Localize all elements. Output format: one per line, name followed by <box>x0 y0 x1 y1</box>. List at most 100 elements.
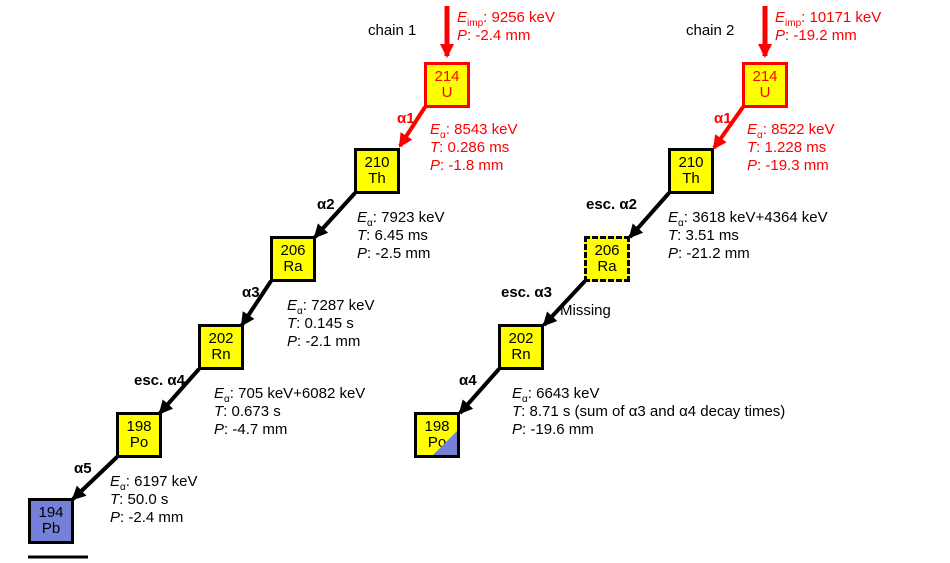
chain1-decay3-energy-value: : 7287 keV <box>302 297 375 314</box>
partial-implant-triangle <box>433 431 457 455</box>
chain1-box-214u: 214 U <box>424 62 470 108</box>
time-symbol: T <box>287 315 297 332</box>
chain1-decay3-position-line: P: -2.1 mm <box>287 333 375 351</box>
position-symbol: P <box>747 157 758 174</box>
energy-symbol: E <box>214 385 225 402</box>
chain1-alpha5-arrow <box>71 455 119 501</box>
chain2-decay1-energy-value: : 8522 keV <box>762 121 835 138</box>
chain1-decay4-info: Eα: 705 keV+6082 keV T: 0.673 s P: -4.7 … <box>214 385 365 439</box>
position-symbol: P <box>512 421 523 438</box>
chain2-alpha1-label: α1 <box>714 110 732 127</box>
chain1-decay2-info: Eα: 7923 keV T: 6.45 ms P: -2.5 mm <box>357 209 445 263</box>
chain1-alpha4-label: esc. α4 <box>134 372 185 389</box>
chain1-decay2-energy-value: : 7923 keV <box>372 209 445 226</box>
chain2-box-198po-mass: 198 <box>424 418 450 435</box>
chain1-box-198po-mass: 198 <box>126 418 152 435</box>
chain1-box-194pb-element: Pb <box>41 520 61 537</box>
time-symbol: T <box>357 227 367 244</box>
alpha-subscript: α <box>522 394 528 405</box>
chain2-implant-position-line: P: -19.2 mm <box>775 27 881 45</box>
chain2-alpha2-arrow <box>628 191 671 239</box>
chain2-decay2-position-value: : -21.2 mm <box>678 245 750 262</box>
chain1-decay1-energy-line: Eα: 8543 keV <box>430 121 518 141</box>
chain1-decay2-position-value: : -2.5 mm <box>367 245 431 262</box>
alpha-subscript: α <box>224 394 230 405</box>
chain2-alpha3-arrow <box>542 279 587 327</box>
chain2-decay1-position-value: : -19.3 mm <box>757 157 829 174</box>
chain2-decay2-info: Eα: 3618 keV+4364 keV T: 3.51 ms P: -21.… <box>668 209 828 263</box>
chain1-implant-energy-line: Eimp: 9256 keV <box>457 9 555 29</box>
chain1-alpha2-arrow <box>313 191 357 239</box>
chain1-alpha1-arrow <box>398 105 427 148</box>
chain2-decay1-time-line: T: 1.228 ms <box>747 139 835 157</box>
chain2-decay2-energy-value: : 3618 keV+4364 keV <box>683 209 828 226</box>
chain1-box-206ra-mass: 206 <box>280 242 306 259</box>
alpha-subscript: α <box>120 482 126 493</box>
chain2-decay1-time-value: : 1.228 ms <box>756 139 827 156</box>
chain2-implant-position-value: : -19.2 mm <box>785 27 857 44</box>
imp-subscript: imp <box>467 18 484 29</box>
chain1-box-194pb-mass: 194 <box>38 504 64 521</box>
chain1-implant-energy-value: : 9256 keV <box>483 9 555 26</box>
chain1-decay5-energy-value: : 6197 keV <box>125 473 198 490</box>
chain1-decay5-info: Eα: 6197 keV T: 50.0 s P: -2.4 mm <box>110 473 198 527</box>
chain1-box-210th-mass: 210 <box>364 154 390 171</box>
chain1-alpha1-label: α1 <box>397 110 415 127</box>
chain2-implant-energy-line: Eimp: 10171 keV <box>775 9 881 29</box>
chain1-implant-position-value: : -2.4 mm <box>467 27 531 44</box>
time-symbol: T <box>512 403 522 420</box>
chain2-decay4-time-line: T: 8.71 s (sum of α3 and α4 decay times) <box>512 403 785 421</box>
chain2-box-210th: 210 Th <box>668 148 714 194</box>
chain2-decay4-energy-value: : 6643 keV <box>527 385 600 402</box>
chain2-box-214u-element: U <box>759 84 771 101</box>
time-symbol: T <box>430 139 440 156</box>
chain2-alpha1-arrow <box>712 105 745 150</box>
time-symbol: T <box>214 403 224 420</box>
alpha-subscript: α <box>757 130 763 141</box>
chain2-decay3-missing-label: Missing <box>560 302 611 319</box>
chain1-decay2-time-value: : 6.45 ms <box>366 227 428 244</box>
energy-symbol: E <box>110 473 121 490</box>
chain2-decay2-energy-line: Eα: 3618 keV+4364 keV <box>668 209 828 229</box>
position-symbol: P <box>110 509 121 526</box>
energy-symbol: E <box>457 9 468 26</box>
chain2-decay4-position-value: : -19.6 mm <box>522 421 594 438</box>
chain2-decay4-position-line: P: -19.6 mm <box>512 421 785 439</box>
chain1-decay5-time-line: T: 50.0 s <box>110 491 198 509</box>
chain1-decay3-position-value: : -2.1 mm <box>297 333 361 350</box>
time-symbol: T <box>110 491 120 508</box>
position-symbol: P <box>775 27 786 44</box>
chain2-box-202rn-element: Rn <box>511 346 531 363</box>
chain2-implant-info: Eimp: 10171 keV P: -19.2 mm <box>775 9 881 45</box>
chain1-decay2-position-line: P: -2.5 mm <box>357 245 445 263</box>
chain1-box-210th-element: Th <box>368 170 386 187</box>
chain1-decay2-time-line: T: 6.45 ms <box>357 227 445 245</box>
chain2-box-198po: 198 Po <box>414 412 460 458</box>
chain1-alpha4-arrow <box>158 367 201 415</box>
chain1-decay4-position-line: P: -4.7 mm <box>214 421 365 439</box>
chain1-box-198po-element: Po <box>129 434 149 451</box>
chain1-implant-position-line: P: -2.4 mm <box>457 27 555 45</box>
chain1-decay5-position-line: P: -2.4 mm <box>110 509 198 527</box>
chain1-box-202rn-element: Rn <box>211 346 231 363</box>
energy-symbol: E <box>668 209 679 226</box>
chain1-box-198po: 198 Po <box>116 412 162 458</box>
position-symbol: P <box>287 333 298 350</box>
chain1-label: chain 1 <box>368 22 417 39</box>
chain2-box-202rn: 202 Rn <box>498 324 544 370</box>
chain1-decay4-position-value: : -4.7 mm <box>224 421 288 438</box>
chain1-decay3-energy-line: Eα: 7287 keV <box>287 297 375 317</box>
chain1-decay1-position-line: P: -1.8 mm <box>430 157 518 175</box>
chain2-box-214u: 214 U <box>742 62 788 108</box>
chain2-box-206ra: 206 Ra <box>584 236 630 282</box>
chain1-implant-info: Eimp: 9256 keV P: -2.4 mm <box>457 9 555 45</box>
chain1-decay1-info: Eα: 8543 keV T: 0.286 ms P: -1.8 mm <box>430 121 518 175</box>
chain1-box-194pb: 194 Pb <box>28 498 74 544</box>
chain1-decay4-energy-line: Eα: 705 keV+6082 keV <box>214 385 365 405</box>
chain2-decay4-time-value: : 8.71 s (sum of α3 and α4 decay times) <box>521 403 786 420</box>
chain1-box-202rn: 202 Rn <box>198 324 244 370</box>
energy-symbol: E <box>287 297 298 314</box>
energy-symbol: E <box>775 9 786 26</box>
position-symbol: P <box>457 27 468 44</box>
